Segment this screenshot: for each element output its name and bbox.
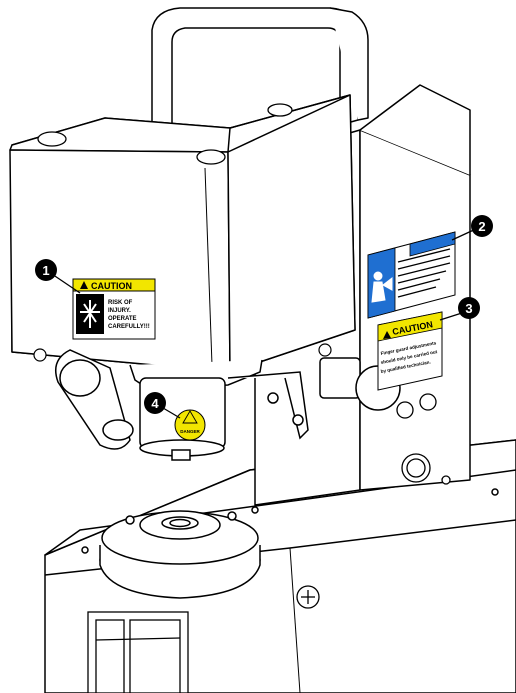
- front-caution-line-2: INJURY.: [108, 308, 131, 314]
- callout-2-number: 2: [478, 219, 485, 234]
- warning-text-lines: [397, 248, 451, 298]
- front-caution-line-4: CAREFULLY!!!: [108, 324, 150, 330]
- turret: [99, 510, 261, 599]
- base-slot: [87, 611, 189, 693]
- warning-label-side: [367, 231, 456, 319]
- manual-reading-icon: [371, 271, 393, 303]
- front-caution-line-3: OPERATE: [108, 316, 137, 322]
- front-caution-line-1: RISK OF: [108, 300, 133, 306]
- callout-3: 3: [458, 297, 480, 319]
- front-caution-header: CAUTION: [91, 281, 132, 291]
- callout-1: 1: [35, 259, 57, 281]
- housing-domes: [37, 103, 293, 165]
- caution-label-front: CAUTION RISK OF INJURY. OPERATE CAREFULL…: [72, 278, 156, 340]
- column-fittings: [396, 393, 451, 485]
- callout-4-number: 4: [151, 396, 159, 411]
- callout-1-number: 1: [42, 263, 49, 278]
- round-yellow-label: DANGER: [174, 409, 206, 441]
- base-screw: [296, 585, 320, 609]
- lens-barrel: [55, 349, 134, 450]
- round-label-text: DANGER: [180, 429, 200, 434]
- caution-label-side: CAUTION Finger guard adjustments should …: [377, 311, 443, 391]
- callout-4: 4: [144, 392, 166, 414]
- callout-3-number: 3: [465, 301, 472, 316]
- callout-2: 2: [471, 215, 493, 237]
- carry-handle: [151, 7, 369, 151]
